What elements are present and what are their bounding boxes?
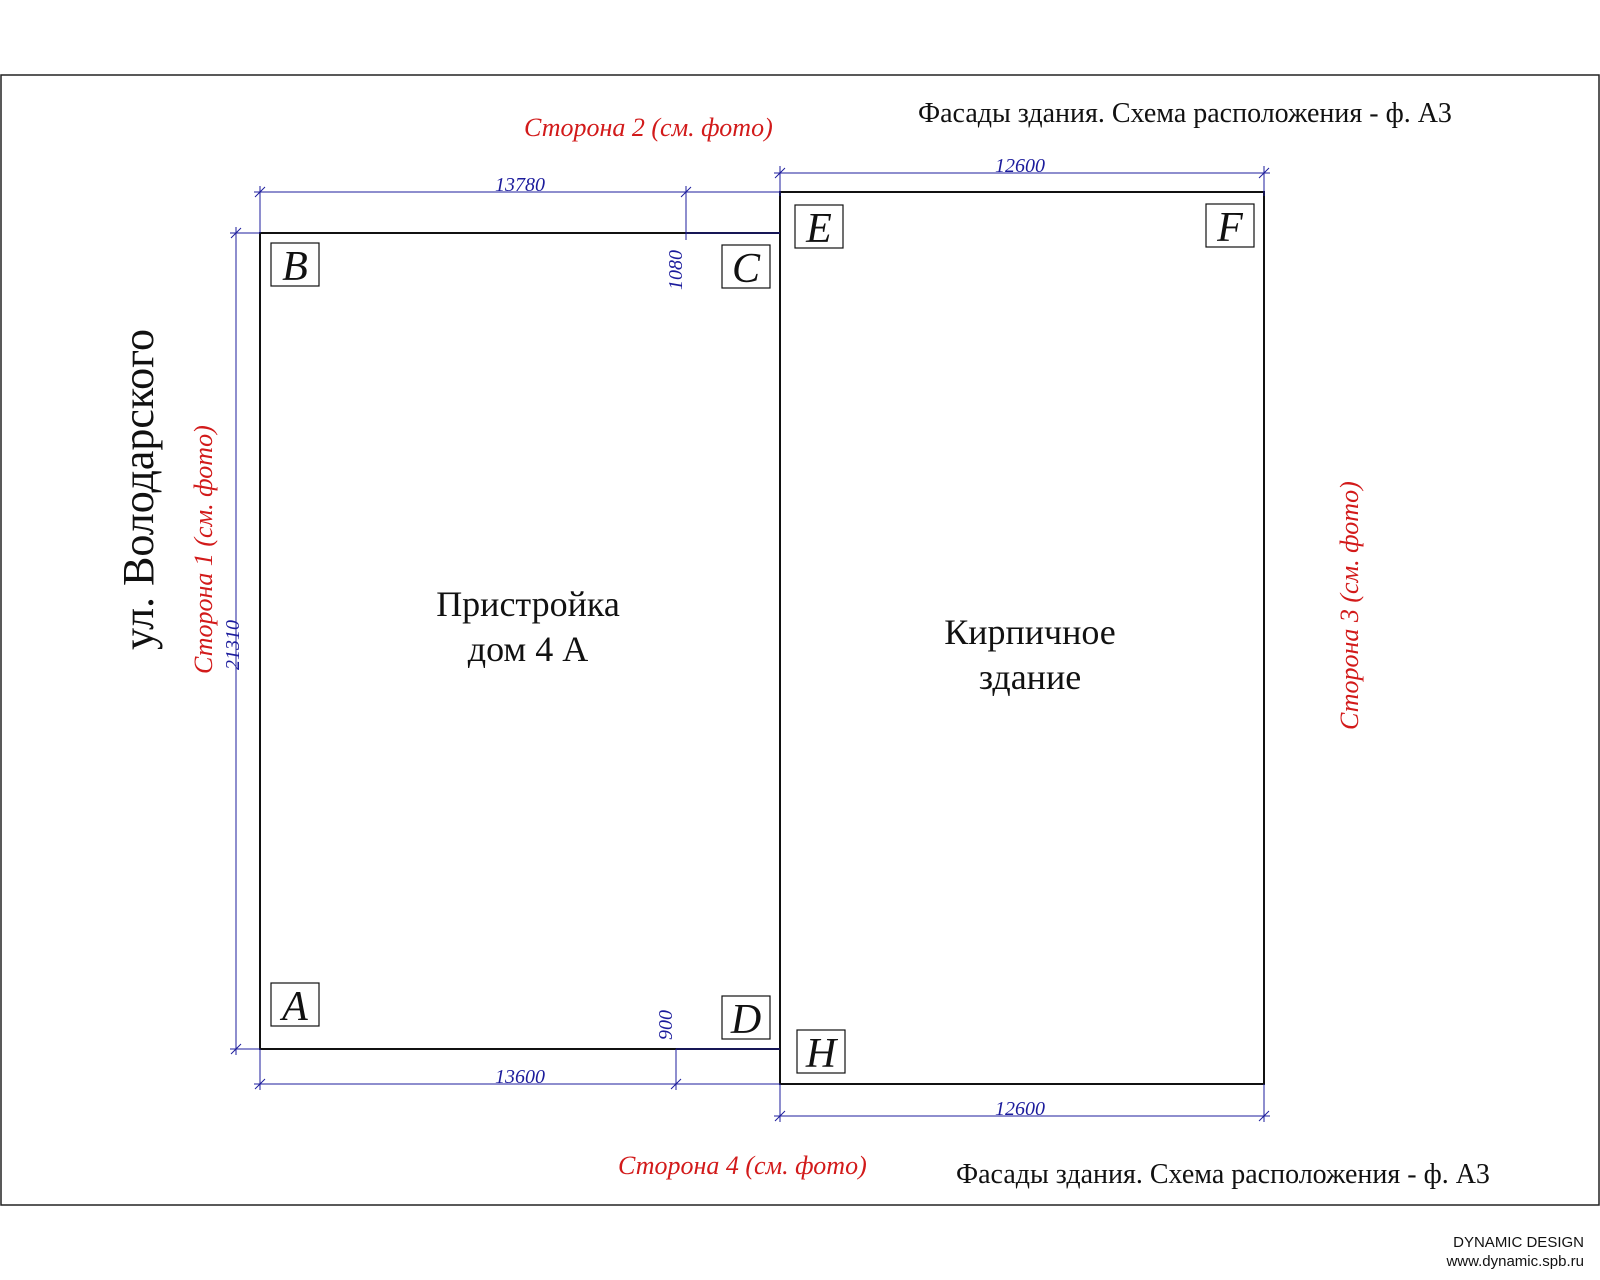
corner-d: D xyxy=(721,995,771,1043)
corner-a: A xyxy=(270,982,320,1030)
side-2-label: Сторона 2 (см. фото) xyxy=(524,113,773,142)
dimension-annex-top-value: 13780 xyxy=(495,174,545,196)
dimension-annex-height-value: 21310 xyxy=(222,620,244,670)
dimension-offset-top: 1080 xyxy=(665,191,780,290)
annex-name-line2: дом 4 А xyxy=(468,629,588,669)
street-name: ул. Володарского xyxy=(114,329,163,650)
annex-name-line1: Пристройка xyxy=(436,584,620,624)
corner-d-label: D xyxy=(730,997,761,1043)
brick-name-line1: Кирпичное xyxy=(944,612,1116,652)
corner-e-label: E xyxy=(805,206,832,252)
corner-h-label: H xyxy=(805,1031,839,1077)
dimension-brick-bottom: 12600 xyxy=(774,1084,1270,1122)
dimension-annex-height: 21310 xyxy=(222,227,260,1055)
title-bottom: Фасады здания. Схема расположения - ф. А… xyxy=(956,1159,1490,1190)
corner-e: E xyxy=(794,204,844,252)
dimension-brick-top: 12600 xyxy=(774,155,1270,196)
sheet-frame xyxy=(0,74,1600,1206)
corner-h: H xyxy=(796,1029,846,1077)
dimension-annex-top: 13780 xyxy=(254,174,692,240)
side-3-label: Сторона 3 (см. фото) xyxy=(1335,481,1364,730)
corner-c-label: C xyxy=(732,246,761,292)
footer-url: www.dynamic.spb.ru xyxy=(1445,1253,1584,1270)
title-top: Фасады здания. Схема расположения - ф. А… xyxy=(918,98,1452,129)
corner-a-label: A xyxy=(279,984,308,1030)
side-1-label: Сторона 1 (см. фото) xyxy=(189,425,218,674)
brick-name-line2: здание xyxy=(979,657,1081,697)
brick-building-outline xyxy=(779,191,1265,1085)
dimension-brick-bottom-value: 12600 xyxy=(995,1098,1045,1120)
side-4-label: Сторона 4 (см. фото) xyxy=(618,1151,867,1180)
dimension-offset-top-value: 1080 xyxy=(665,250,687,290)
dimension-offset-bottom-value: 900 xyxy=(655,1010,677,1040)
corner-b-label: B xyxy=(282,244,308,290)
dimension-annex-bottom-value: 13600 xyxy=(495,1066,545,1088)
dimension-brick-top-value: 12600 xyxy=(995,155,1045,177)
dimension-offset-bottom: 900 xyxy=(655,1010,780,1085)
corner-f: F xyxy=(1205,203,1255,251)
corner-b: B xyxy=(270,242,320,290)
corner-c: C xyxy=(721,244,771,292)
footer-company: DYNAMIC DESIGN xyxy=(1453,1234,1584,1251)
corner-f-label: F xyxy=(1216,205,1243,251)
dimension-annex-bottom: 13600 xyxy=(254,1049,686,1090)
